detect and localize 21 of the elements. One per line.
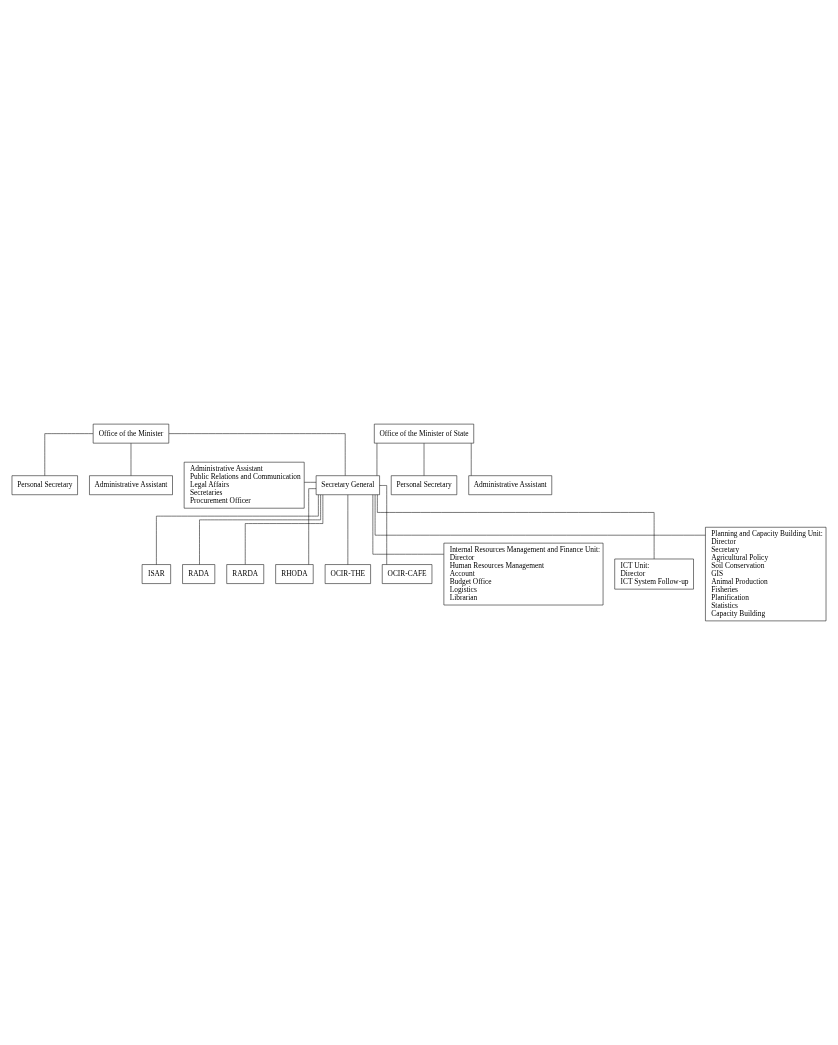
node-box: RADA: [182, 564, 216, 584]
node-box: Secretary General: [315, 475, 380, 495]
node-box: Office of the Minister of State: [374, 423, 474, 444]
connector: [379, 485, 387, 565]
node-box: OCIR-CAFE: [381, 564, 433, 584]
node-box: Personal Secretary: [390, 475, 458, 495]
node-box: Planning and Capacity Building Unit: Director Secretary Agricultural Policy Soil Conservation GIS Animal Production Fisheries Planification Statistics Capacity Building: [705, 527, 827, 622]
connector: [244, 494, 324, 565]
node-box: ISAR: [141, 564, 171, 584]
node-box: Office of the Minister: [92, 423, 170, 444]
node-box: OCIR-THE: [324, 564, 371, 584]
node-box: Administrative Assistant: [89, 475, 173, 495]
node-box: ICT Unit: Director ICT System Follow-up: [614, 558, 694, 590]
node-box: RHODA: [275, 564, 314, 584]
connector: [377, 494, 655, 560]
node-box: Internal Resources Management and Finance Unit: Director Human Resources Management Account Budget Office Logistics Librarian: [443, 542, 604, 606]
node-box: Administrative Assistant: [468, 475, 553, 495]
connector: [308, 488, 317, 565]
node-box: Administrative Assistant Public Relations and Communication Legal Affairs Secretaries Procurement Officer: [183, 461, 305, 509]
node-box: Personal Secretary: [11, 475, 78, 495]
node-box: RARDA: [226, 564, 264, 584]
